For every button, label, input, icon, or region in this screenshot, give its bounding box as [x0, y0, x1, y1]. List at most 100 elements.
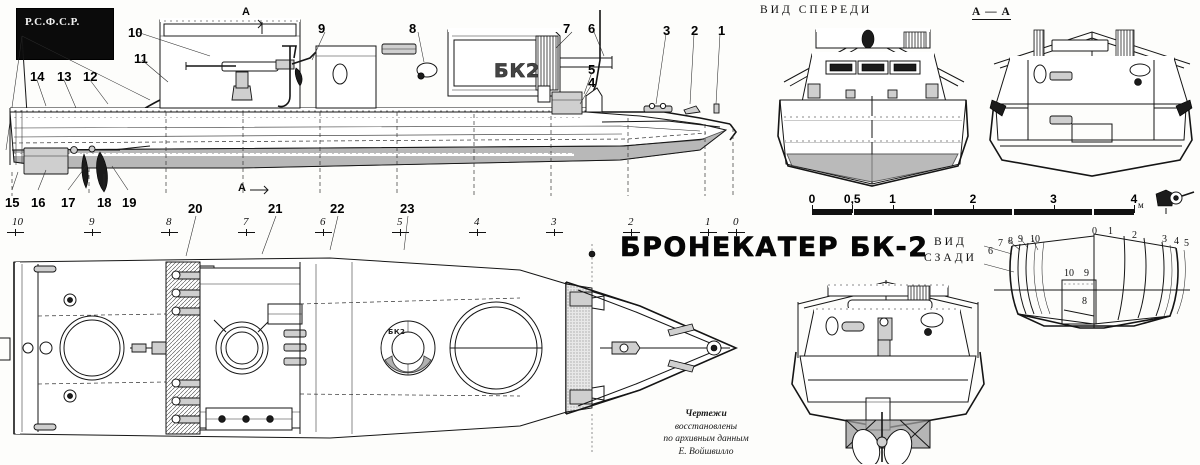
front-view-label: ВИД СПЕРЕДИ: [760, 4, 873, 16]
section-aa-label: А — А: [972, 6, 1011, 20]
station-cross: [161, 232, 178, 233]
credit-line-4: Е. Войшвилло: [678, 446, 734, 457]
plan-callout-leader-lines: [185, 215, 409, 257]
callout-8: 8: [409, 21, 417, 36]
deck-fitting-8: [381, 43, 417, 55]
scale-tick-mark: [892, 205, 894, 213]
frame-label-7: 7: [998, 238, 1003, 249]
frame-label-r-2: 2: [1132, 230, 1137, 241]
credit-block: Чертежи восстановлены по архивным данным…: [646, 408, 766, 458]
scale-tick-mark: [852, 205, 854, 213]
scale-tick-0: 0: [808, 192, 816, 206]
callout-16: 16: [31, 195, 46, 210]
rear-view: [791, 280, 985, 464]
page-title: БРОНЕКАТЕР БК-2: [620, 232, 929, 264]
lifering-marking: БК2: [388, 328, 406, 336]
scale-tick-1: 1: [889, 192, 896, 206]
station-cross: [315, 232, 332, 233]
credit-line-2: восстановлены: [674, 421, 738, 432]
station-1: 1: [705, 216, 711, 228]
station-cross: [728, 232, 745, 233]
station-4: 4: [474, 216, 480, 228]
station-2: 2: [628, 216, 634, 228]
callout-leader-lines: [11, 31, 721, 191]
callout-7: 7: [563, 21, 571, 36]
section-aa-view: [989, 29, 1193, 177]
station-5: 5: [397, 216, 403, 228]
callout-9: 9: [318, 21, 326, 36]
station-cross: [84, 232, 101, 233]
section-marker-bottom: А: [238, 182, 246, 194]
hull-marking-bk2: БК2: [494, 60, 541, 83]
station-7: 7: [243, 216, 249, 228]
frame-label-r-5: 5: [1184, 238, 1189, 249]
frame-label-r-1: 1: [1108, 226, 1113, 237]
frame-label-6: 6: [988, 246, 993, 257]
callout-4: 4: [588, 75, 596, 90]
scale-tick-2: 2: [969, 192, 977, 206]
station-cross: [546, 232, 563, 233]
deck-plan-view: [0, 244, 738, 452]
callout-10: 10: [128, 25, 143, 40]
frame-label-inner-8: 8: [1082, 296, 1087, 307]
callout-22: 22: [330, 201, 345, 216]
scale-tick-mark: [1134, 205, 1135, 213]
credit-line-1: Чертежи: [685, 409, 727, 419]
frame-label-inner-10: 10: [1064, 268, 1074, 279]
station-cross: [469, 232, 486, 233]
body-plan-view: [994, 233, 1190, 329]
callout-12: 12: [83, 69, 98, 84]
scale-tick-0,5: 0,5: [843, 192, 861, 206]
callout-23: 23: [400, 201, 415, 216]
rear-view-label-l2: СЗАДИ: [924, 252, 977, 264]
station-9: 9: [89, 216, 95, 228]
section-arrow-bottom: [250, 185, 269, 195]
callout-18: 18: [97, 195, 112, 210]
naval-ensign-flag: Р.С.Ф.С.Р.: [16, 8, 114, 60]
frame-label-inner-9: 9: [1084, 268, 1089, 279]
frame-label-10: 10: [1030, 234, 1040, 245]
callout-19: 19: [122, 195, 137, 210]
station-8: 8: [166, 216, 172, 228]
credit-line-3: по архивным данным: [663, 434, 749, 445]
scale-tick-mark: [973, 205, 974, 213]
station-cross: [7, 232, 24, 233]
station-cross: [700, 232, 717, 233]
station-0: 0: [733, 216, 739, 228]
body-plan-leader-lines: [984, 237, 1039, 273]
ensign-inscription: Р.С.Ф.С.Р.: [25, 16, 80, 28]
life-ring: [380, 320, 436, 376]
callout-1: 1: [718, 23, 726, 38]
scale-tick-mark: [812, 205, 813, 213]
frame-label-r-0: 0: [1092, 226, 1097, 237]
callout-20: 20: [188, 201, 203, 216]
station-10: 10: [12, 216, 23, 228]
scale-tick-4: 4: [1130, 192, 1138, 206]
callout-13: 13: [57, 69, 72, 84]
callout-21: 21: [268, 201, 283, 216]
section-marker-top: А: [242, 6, 250, 18]
frame-label-r-3: 3: [1162, 234, 1167, 245]
callout-3: 3: [663, 23, 671, 38]
station-cross: [623, 232, 640, 233]
scale-tick-mark: [1053, 205, 1055, 213]
side-elevation-view: [5, 10, 737, 196]
scale-unit-label: м: [1138, 200, 1144, 210]
station-3: 3: [551, 216, 557, 228]
station-cross: [238, 232, 255, 233]
callout-15: 15: [5, 195, 20, 210]
callout-6: 6: [588, 21, 596, 36]
scale-tick-3: 3: [1050, 192, 1057, 206]
station-cross: [392, 232, 409, 233]
callout-17: 17: [61, 195, 76, 210]
frame-label-8: 8: [1008, 236, 1013, 247]
callout-5: 5: [588, 62, 596, 77]
frame-label-r-4: 4: [1174, 236, 1179, 247]
station-6: 6: [320, 216, 326, 228]
rear-view-label-l1: ВИД: [934, 236, 967, 248]
detail-inset-fitting: [1155, 189, 1195, 214]
front-view: [777, 28, 969, 187]
machine-gun-mount: [185, 45, 319, 108]
frame-label-9: 9: [1018, 234, 1023, 245]
